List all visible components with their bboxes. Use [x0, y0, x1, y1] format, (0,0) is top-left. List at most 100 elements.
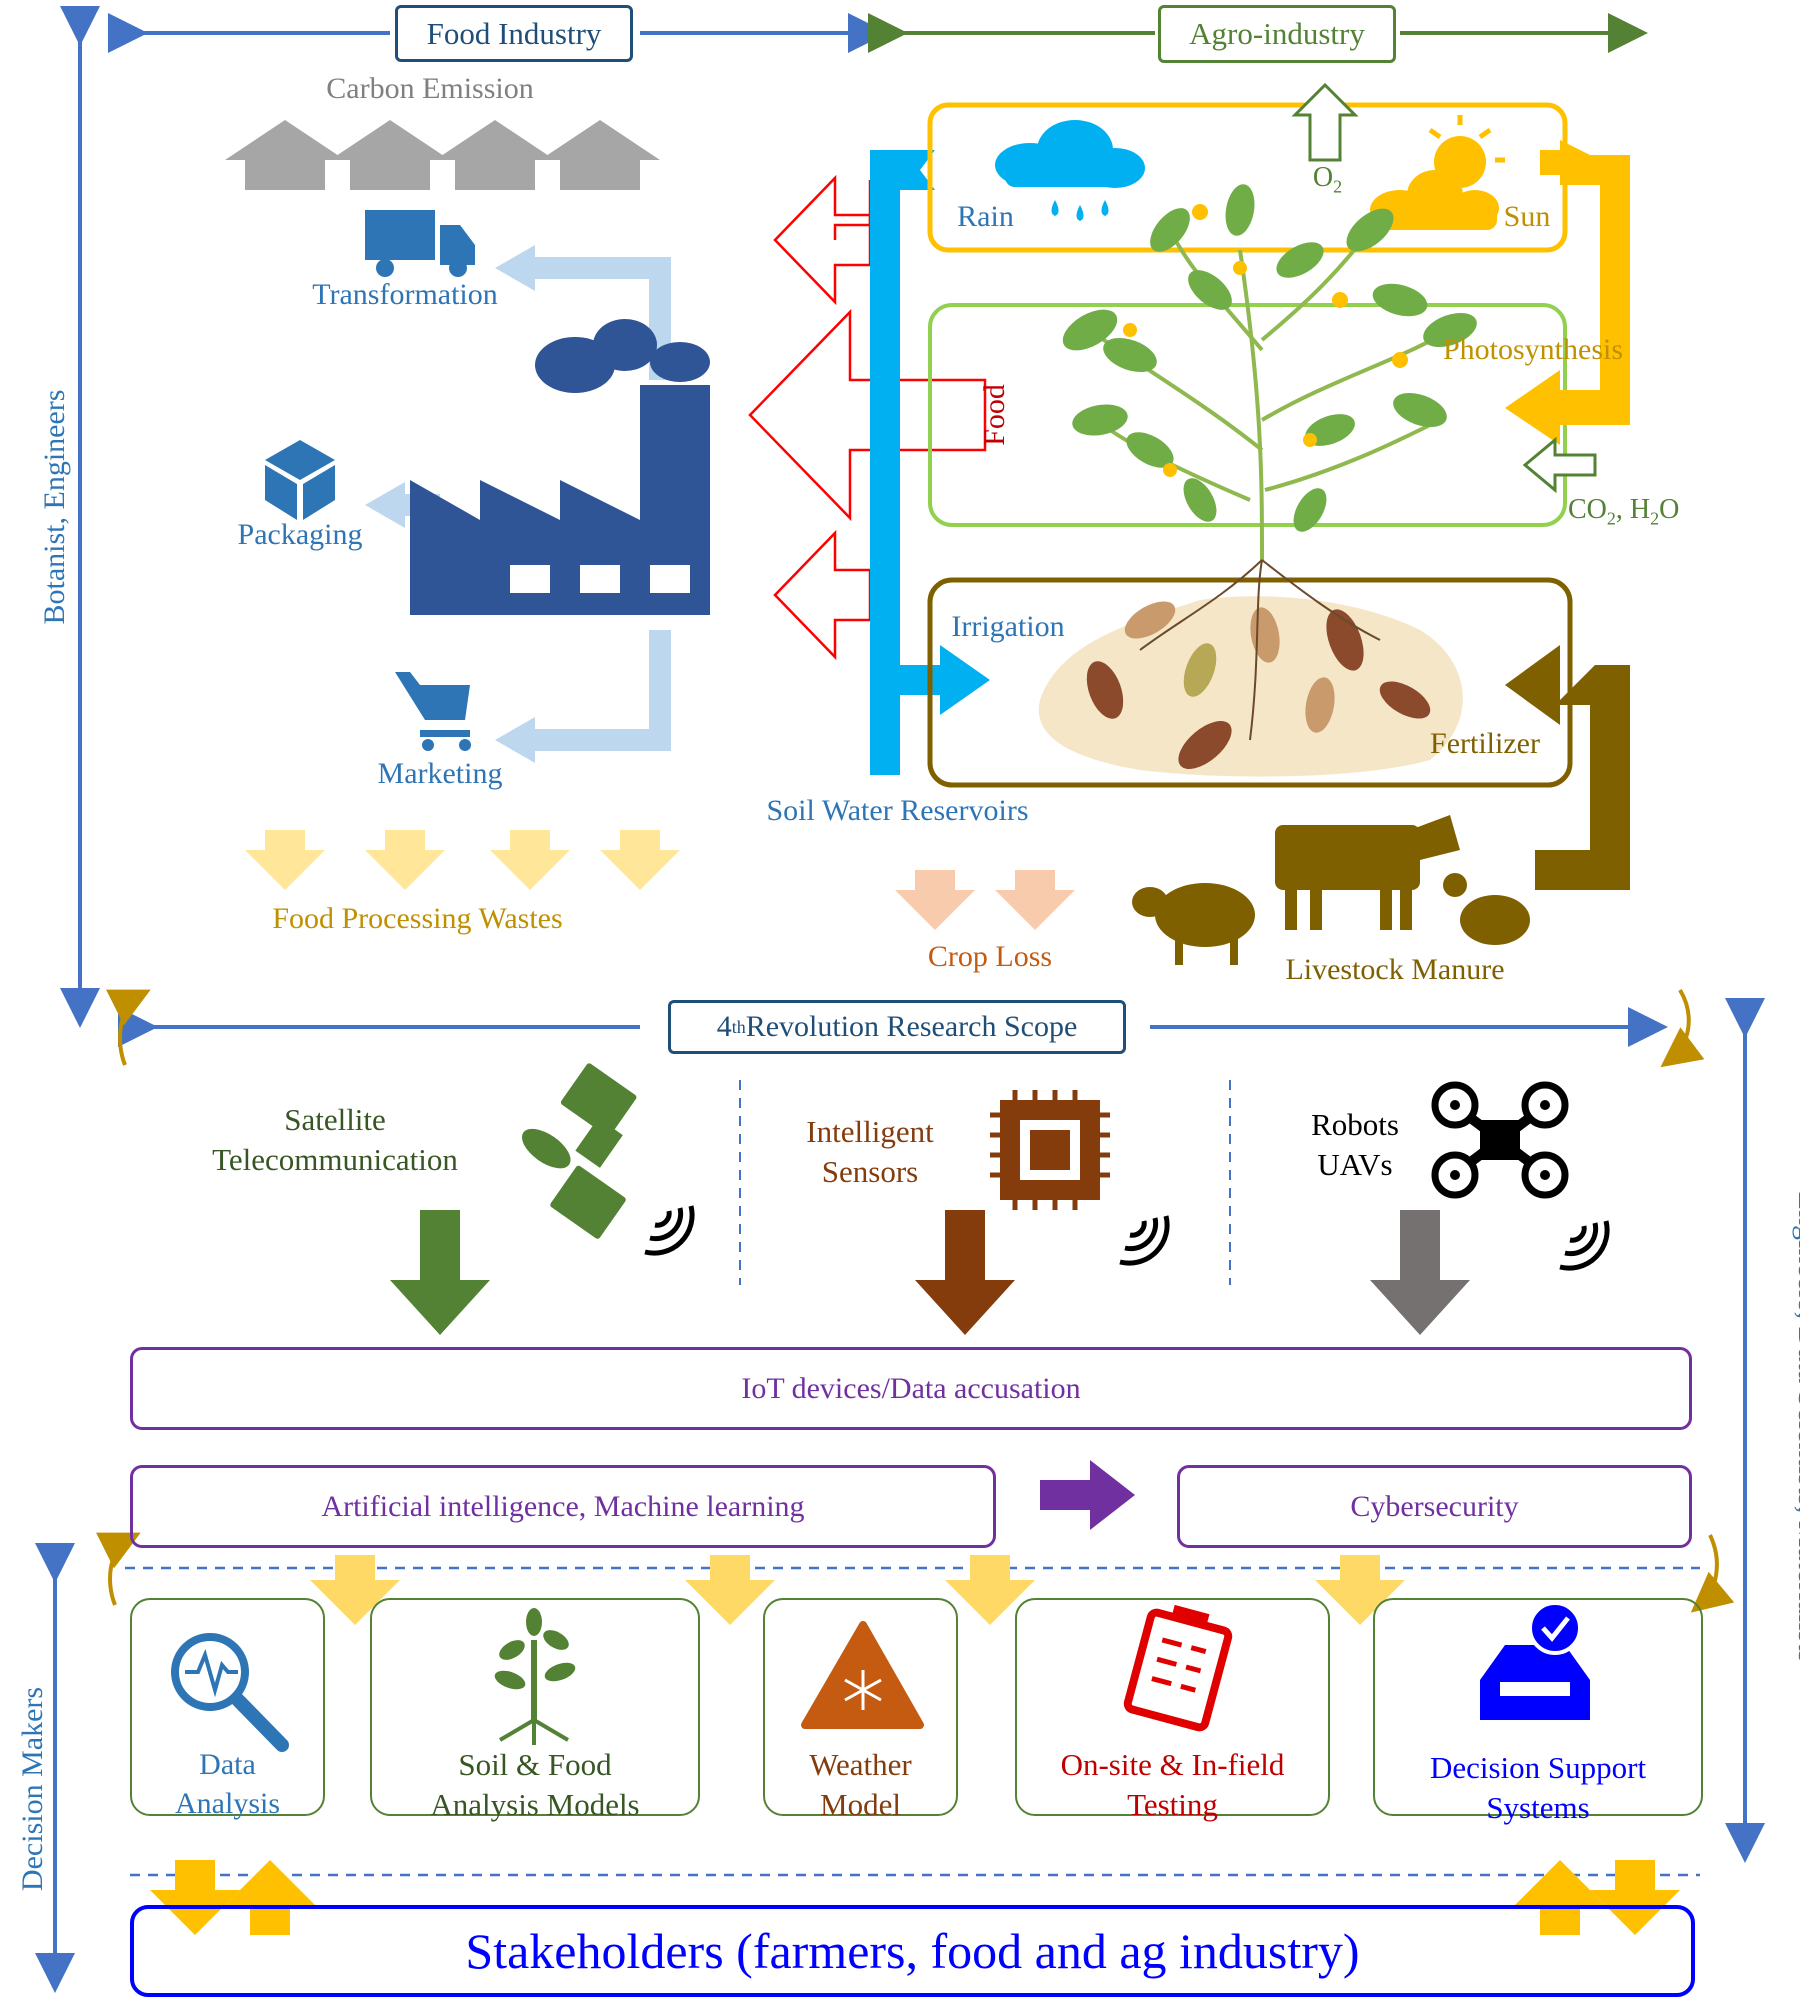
weather-module: Weather Model [763, 1598, 958, 1822]
factory-arrowheads [365, 245, 535, 763]
rain-cloud-icon [995, 120, 1145, 221]
data-analysis-line2: Analysis [175, 1787, 280, 1820]
satellite-line1: Satellite [284, 1102, 386, 1137]
dss-line2: Systems [1486, 1790, 1590, 1826]
carbon-emission-arrows [225, 120, 660, 190]
engineers-data-scientists-label: Engineers, Data Scientists, Materialists [1792, 1191, 1800, 1663]
co2-text: CO [1568, 494, 1607, 525]
plant-icon [1062, 184, 1477, 561]
cart-icon [395, 672, 471, 751]
iot-text: IoT devices/Data accusation [741, 1371, 1081, 1405]
data-analysis-line1: Data [199, 1748, 256, 1781]
agro-industry-text: Agro-industry [1189, 16, 1365, 51]
cyber-text: Cybersecurity [1350, 1489, 1519, 1523]
dss-text: Decision Support Systems [1375, 1748, 1701, 1829]
box-icon [265, 440, 335, 520]
rain-label: Rain [957, 200, 1014, 233]
iot-layer: IoT devices/Data accusation [130, 1347, 1692, 1430]
food-industry-text: Food Industry [426, 15, 602, 51]
h2o-text: , H [1615, 494, 1651, 525]
soil-food-text: Soil & Food Analysis Models [372, 1745, 698, 1826]
dss-line1: Decision Support [1429, 1750, 1647, 1785]
factory-icon [410, 319, 710, 615]
o2-label: O2 [1305, 162, 1350, 197]
drone-signal-icon [1559, 1220, 1610, 1271]
water-flow [870, 150, 990, 775]
sensors-line1: Intelligent [806, 1114, 934, 1149]
soil-box [927, 577, 1573, 788]
weather-line1: Weather [809, 1747, 912, 1782]
satellite-icon [521, 1063, 637, 1239]
livestock-icon [1132, 815, 1530, 965]
onsite-line2: Testing [1127, 1787, 1218, 1823]
dss-module: Decision Support Systems [1373, 1598, 1703, 1825]
food-processing-wastes-label: Food Processing Wastes [272, 902, 563, 935]
o2-arrow [1291, 82, 1359, 162]
weather-text: Weather Model [765, 1745, 956, 1826]
robots-line1: Robots [1311, 1107, 1399, 1142]
co2-sub: 2 [1606, 508, 1616, 529]
decision-makers-label: Decision Makers [16, 1686, 49, 1892]
livestock-manure-label: Livestock Manure [1285, 953, 1505, 986]
cybersecurity-layer: Cybersecurity [1177, 1465, 1692, 1548]
data-analysis-text: Data Analysis [132, 1745, 323, 1823]
crop-loss-arrows [895, 870, 1075, 930]
o2-sub: 2 [1333, 176, 1343, 197]
soil-food-line1: Soil & Food [458, 1747, 612, 1782]
scope-rest: Revolution Research Scope [745, 1010, 1078, 1043]
stakeholder-exchange-arrows [150, 1860, 1680, 1935]
module-feed-arrows [310, 1555, 1405, 1625]
ai-layer: Artificial intelligence, Machine learnin… [130, 1465, 996, 1548]
botanist-engineers-label: Botanist, Engineers [38, 389, 71, 625]
satellite-down-arrow [390, 1210, 490, 1335]
robots-line2: UAVs [1317, 1147, 1393, 1183]
stakeholders-box: Stakeholders (farmers, food and ag indus… [130, 1905, 1695, 1997]
onsite-testing-text: On-site & In-field Testing [1017, 1745, 1328, 1826]
ai-to-cyber-arrow [1040, 1460, 1135, 1530]
waste-arrows [245, 830, 680, 890]
o2-text: O [1312, 162, 1334, 193]
marketing-label: Marketing [377, 757, 503, 790]
chip-icon [990, 1090, 1110, 1210]
carbon-emission-label: Carbon Emission [326, 72, 534, 105]
food-industry-label: Food Industry [395, 5, 633, 62]
h2o-o-text: O [1659, 494, 1680, 525]
sensor-down-arrow [915, 1210, 1015, 1335]
agro-industry-label: Agro-industry [1158, 5, 1396, 63]
soil-food-module: Soil & Food Analysis Models [370, 1598, 700, 1822]
data-analysis-module: Data Analysis [130, 1598, 325, 1820]
robots-label: Robots UAVs [1290, 1105, 1420, 1186]
stakeholders-text: Stakeholders (farmers, food and ag indus… [465, 1923, 1360, 1979]
soil-water-reservoirs-label: Soil Water Reservoirs [766, 794, 1029, 827]
sun-energy-arrow [1505, 140, 1630, 445]
irrigation-label: Irrigation [951, 610, 1065, 643]
fertilizer-arrow [1505, 645, 1630, 890]
scope-prefix: 4 [716, 1010, 732, 1043]
photosynthesis-label: Photosynthesis [1442, 333, 1624, 366]
satellite-line2: Telecommunication [212, 1142, 458, 1178]
co2-h2o-label: CO2, H2O [1568, 494, 1718, 529]
co2-arrow [1522, 436, 1597, 494]
chip-signal-icon [1119, 1215, 1170, 1266]
truck-icon [365, 210, 475, 277]
drone-icon [1431, 1081, 1569, 1199]
scope-sup: th [731, 1016, 746, 1037]
weather-line2: Model [820, 1787, 901, 1823]
onsite-testing-module: On-site & In-field Testing [1015, 1598, 1330, 1822]
sensors-label: Intelligent Sensors [780, 1112, 960, 1193]
onsite-line1: On-site & In-field [1060, 1747, 1285, 1782]
h2o-sub: 2 [1650, 508, 1660, 529]
sun-label: Sun [1503, 200, 1551, 233]
satellite-signal-icon [644, 1205, 695, 1256]
robot-down-arrow [1370, 1210, 1470, 1335]
packaging-label: Packaging [237, 518, 363, 551]
scope-curve-arrows [96, 988, 1735, 1613]
magnifier-icon [171, 1633, 289, 1752]
soil-food-line2: Analysis Models [430, 1787, 640, 1823]
ai-text: Artificial intelligence, Machine learnin… [321, 1489, 805, 1523]
satellite-label: Satellite Telecommunication [190, 1100, 480, 1181]
crop-loss-label: Crop Loss [927, 940, 1053, 973]
inbox-check-icon [1480, 1601, 1590, 1720]
